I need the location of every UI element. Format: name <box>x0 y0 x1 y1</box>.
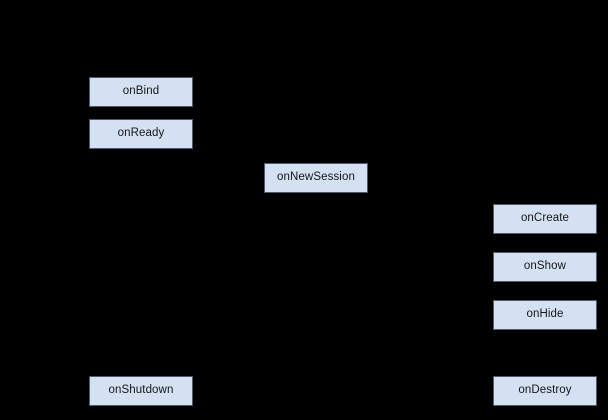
node-label-on-shutdown: onShutdown <box>108 384 174 397</box>
node-label-on-hide: onHide <box>526 308 564 321</box>
node-label-on-ready: onReady <box>117 127 165 140</box>
node-on-bind[interactable]: onBind <box>89 77 193 107</box>
node-on-create[interactable]: onCreate <box>493 204 597 234</box>
node-on-shutdown[interactable]: onShutdown <box>89 376 193 406</box>
node-label-on-destroy: onDestroy <box>518 384 572 397</box>
node-label-on-bind: onBind <box>122 85 160 98</box>
node-on-show[interactable]: onShow <box>493 252 597 282</box>
node-on-new-session[interactable]: onNewSession <box>264 163 368 193</box>
node-label-on-show: onShow <box>523 260 567 273</box>
node-on-ready[interactable]: onReady <box>89 119 193 149</box>
node-label-on-new-session: onNewSession <box>277 171 355 184</box>
node-label-on-create: onCreate <box>520 212 570 225</box>
node-on-hide[interactable]: onHide <box>493 300 597 330</box>
node-on-destroy[interactable]: onDestroy <box>493 376 597 406</box>
